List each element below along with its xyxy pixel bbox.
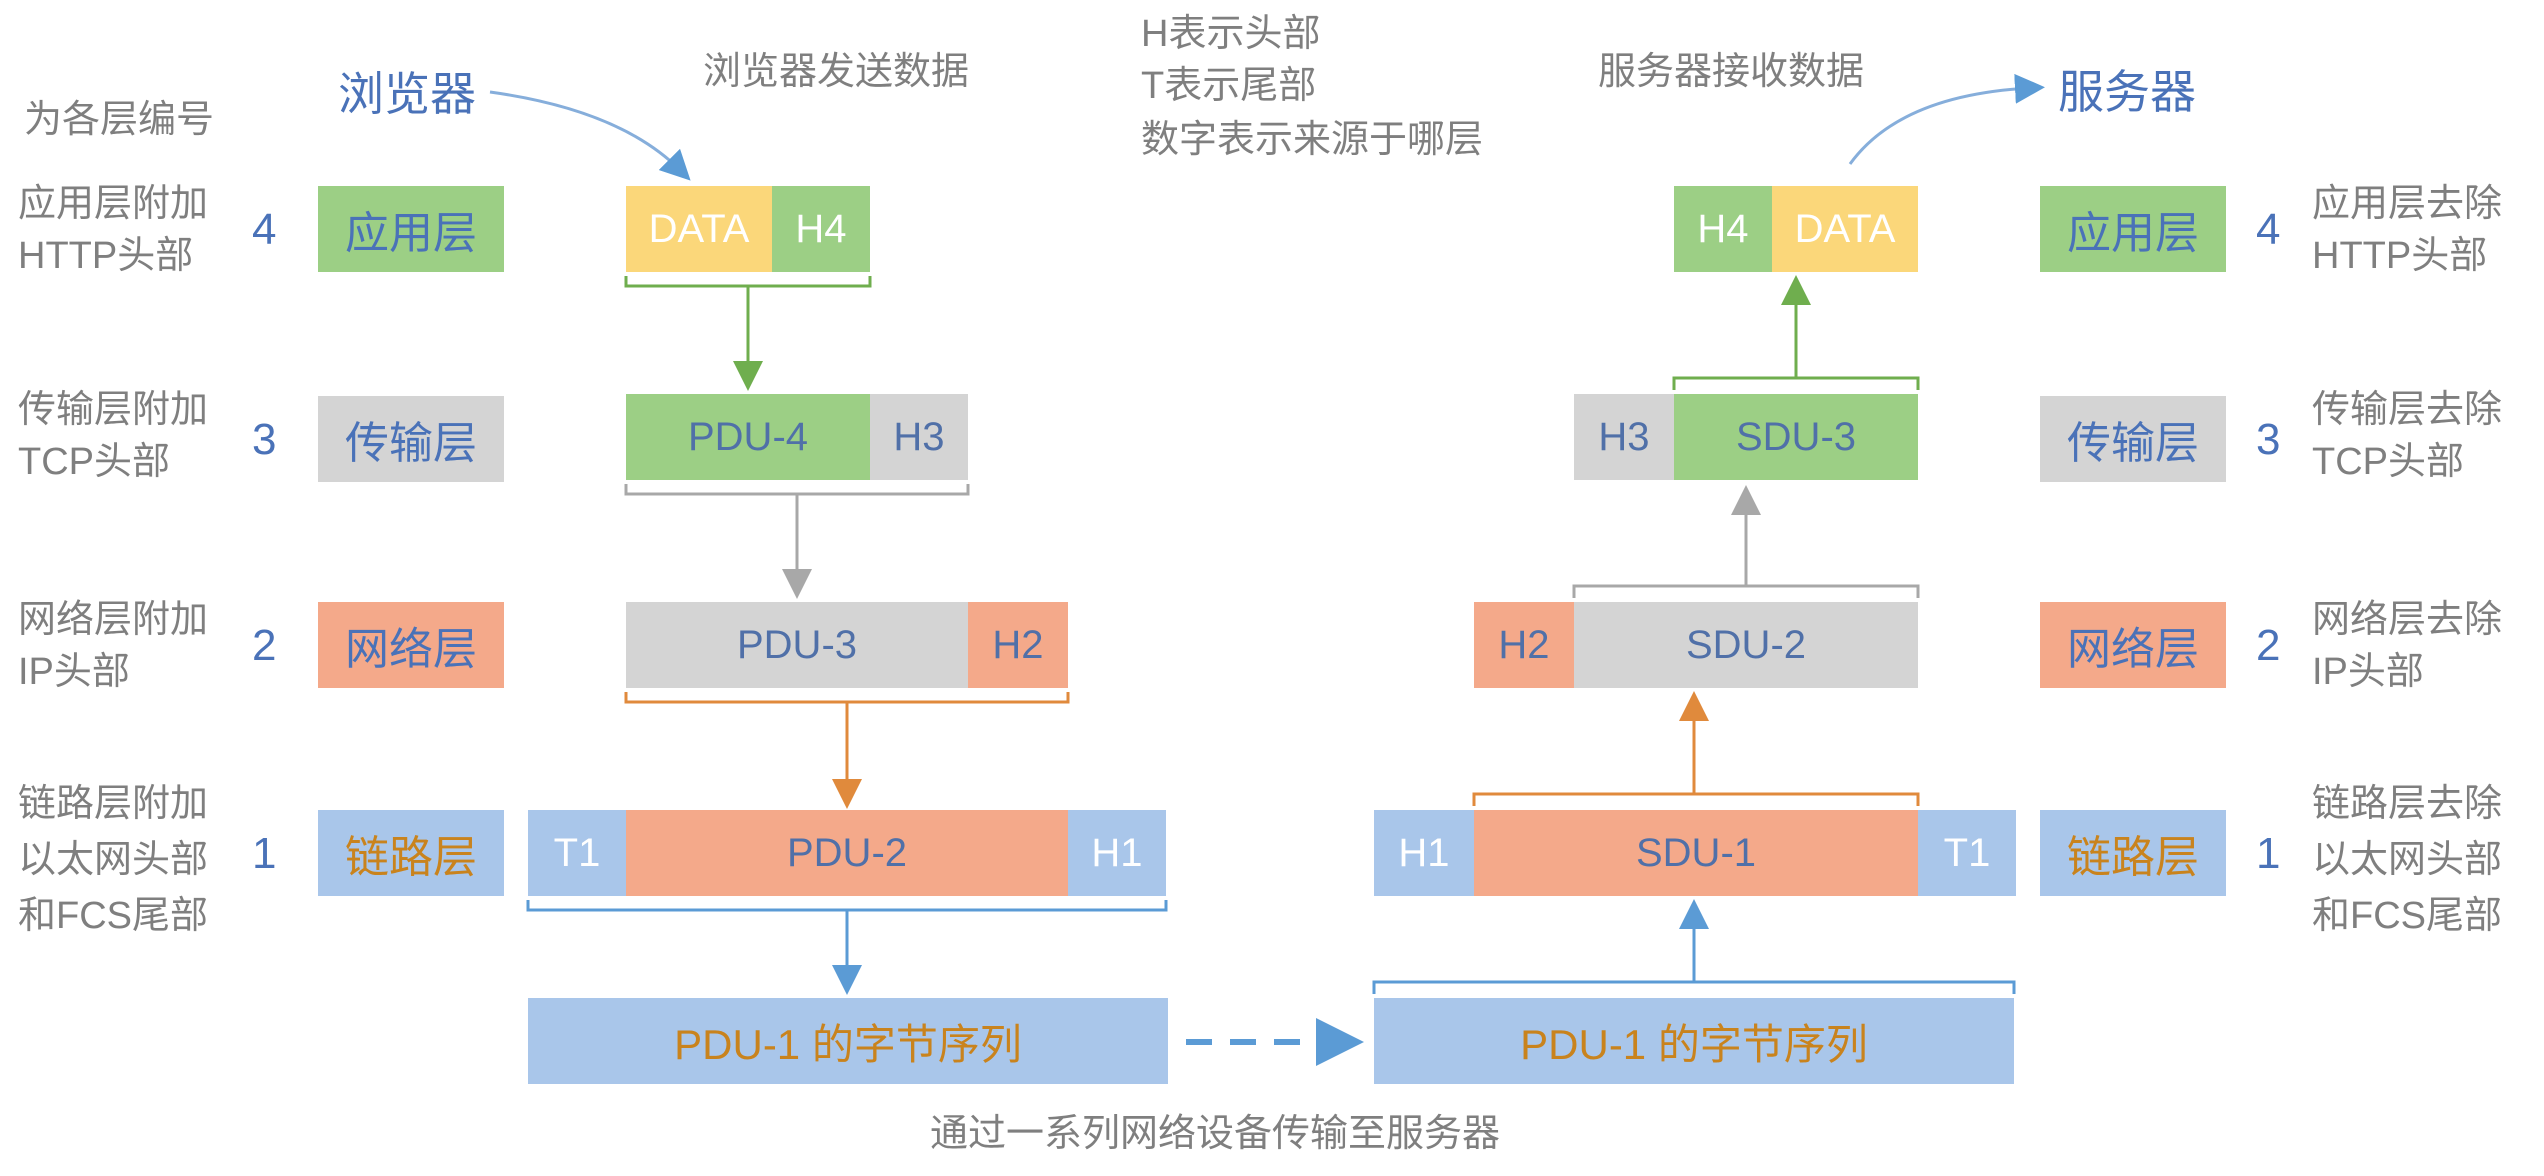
right-num-1: 1 [2256,829,2281,878]
right-num-2: 2 [2256,621,2281,670]
legend-number: 数字表示来源于哪层 [1141,119,1484,161]
left-network-pdu3: PDU-3 [626,602,968,688]
right-num-3: 3 [2256,415,2281,464]
left-app-data: DATA [626,186,772,272]
left-desc-link: 链路层附加以太网头部和FCS尾部 [18,783,209,937]
server-title: 服务器 [2058,66,2196,118]
right-transport-h3: H3 [1574,394,1674,480]
left-layer-app: 应用层 [318,186,504,272]
right-link-t1: T1 [1918,810,2016,896]
right-link-sdu1: SDU-1 [1474,810,1918,896]
browser-send-label: 浏览器发送数据 [703,51,970,93]
left-link-pdu2: PDU-2 [626,810,1068,896]
left-layer-network: 网络层 [318,602,504,688]
right-layer-transport: 传输层 [2040,396,2226,482]
right-layer-network: 网络层 [2040,602,2226,688]
left-network-h2: H2 [968,602,1068,688]
server-receive-label: 服务器接收数据 [1598,51,1865,93]
right-layer-link: 链路层 [2040,810,2226,896]
right-transport-sdu3: SDU-3 [1674,394,1918,480]
browser-title: 浏览器 [338,68,476,120]
legend-header: H表示头部 [1141,13,1321,55]
left-app-h4: H4 [772,186,870,272]
right-app-data: DATA [1772,186,1918,272]
left-num-4: 4 [252,205,277,254]
left-transport-h3: H3 [870,394,968,480]
left-link-h1: H1 [1068,810,1166,896]
right-network-sdu2: SDU-2 [1574,602,1918,688]
right-layer-app: 应用层 [2040,186,2226,272]
right-link-h1: H1 [1374,810,1474,896]
right-bytes: PDU-1 的字节序列 [1374,998,2014,1084]
legend-trailer: T表示尾部 [1141,65,1317,107]
right-network-h2: H2 [1474,602,1574,688]
left-layer-link: 链路层 [318,810,504,896]
right-app-h4: H4 [1674,186,1772,272]
left-layer-transport: 传输层 [318,396,504,482]
left-num-1: 1 [252,829,277,878]
left-num-2: 2 [252,621,277,670]
left-transport-pdu4: PDU-4 [626,394,870,480]
left-link-t1: T1 [528,810,626,896]
right-num-4: 4 [2256,205,2281,254]
footer-caption: 通过一系列网络设备传输至服务器 [930,1113,1501,1155]
numbering-label: 为各层编号 [24,99,215,141]
right-desc-link: 链路层去除以太网头部和FCS尾部 [2312,783,2503,937]
left-num-3: 3 [252,415,277,464]
left-bytes: PDU-1 的字节序列 [528,998,1168,1084]
